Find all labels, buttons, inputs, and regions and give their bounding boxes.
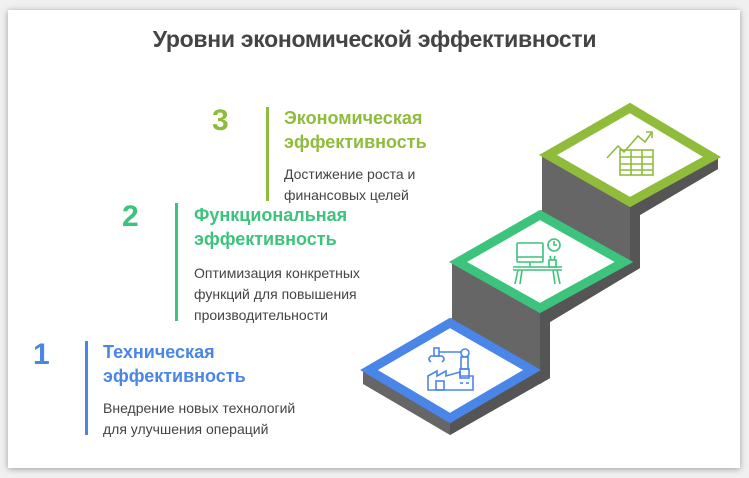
level-3-desc-line2: финансовых целей <box>284 187 409 203</box>
level-1-platform <box>360 317 541 424</box>
level-3-divider <box>266 107 269 201</box>
page-title: Уровни экономической эффективности <box>152 26 597 52</box>
level-1-number: 1 <box>33 338 50 371</box>
factory-robot-arm-icon <box>427 347 474 391</box>
level-3-title-line1: Экономическая <box>284 108 423 128</box>
level-2-description: Оптимизация конкретных функций для повыше… <box>194 263 360 326</box>
level-2-divider <box>175 203 178 321</box>
level-2-desc-line2: функций для повышения <box>194 286 357 302</box>
level-3-description: Достижение роста и финансовых целей <box>284 164 415 206</box>
level-2-desc-line3: производительности <box>194 307 328 323</box>
level-1-title-line1: Техническая <box>103 342 215 362</box>
level-1-desc-line2: для улучшения операций <box>103 421 269 437</box>
level-3-title: Экономическая эффективность <box>284 106 427 154</box>
level-1-desc-line1: Внедрение новых технологий <box>103 400 296 416</box>
level-3-platform <box>538 102 722 208</box>
staircase-side-shadow <box>630 157 718 274</box>
level-2-title-line1: Функциональная <box>194 205 348 225</box>
level-3-desc-line1: Достижение роста и <box>284 166 416 182</box>
level-2-title-line2: эффективность <box>194 229 337 249</box>
level-2-title: Функциональная эффективность <box>194 203 347 251</box>
staircase-side-shadow-2 <box>540 262 640 384</box>
level-3-number: 3 <box>212 104 229 137</box>
level-3-title-line2: эффективность <box>284 132 427 152</box>
level-2-desc-line1: Оптимизация конкретных <box>194 265 360 281</box>
level-1-divider <box>85 341 88 435</box>
growth-chart-table-icon <box>606 131 654 176</box>
level-1-title: Техническая эффективность <box>103 340 246 388</box>
level-1-title-line2: эффективность <box>103 366 246 386</box>
level-2-number: 2 <box>122 200 139 233</box>
level-1-description: Внедрение новых технологий для улучшения … <box>103 398 295 440</box>
staircase-side-shadow-3 <box>450 370 550 435</box>
workdesk-clock-icon <box>513 238 562 285</box>
